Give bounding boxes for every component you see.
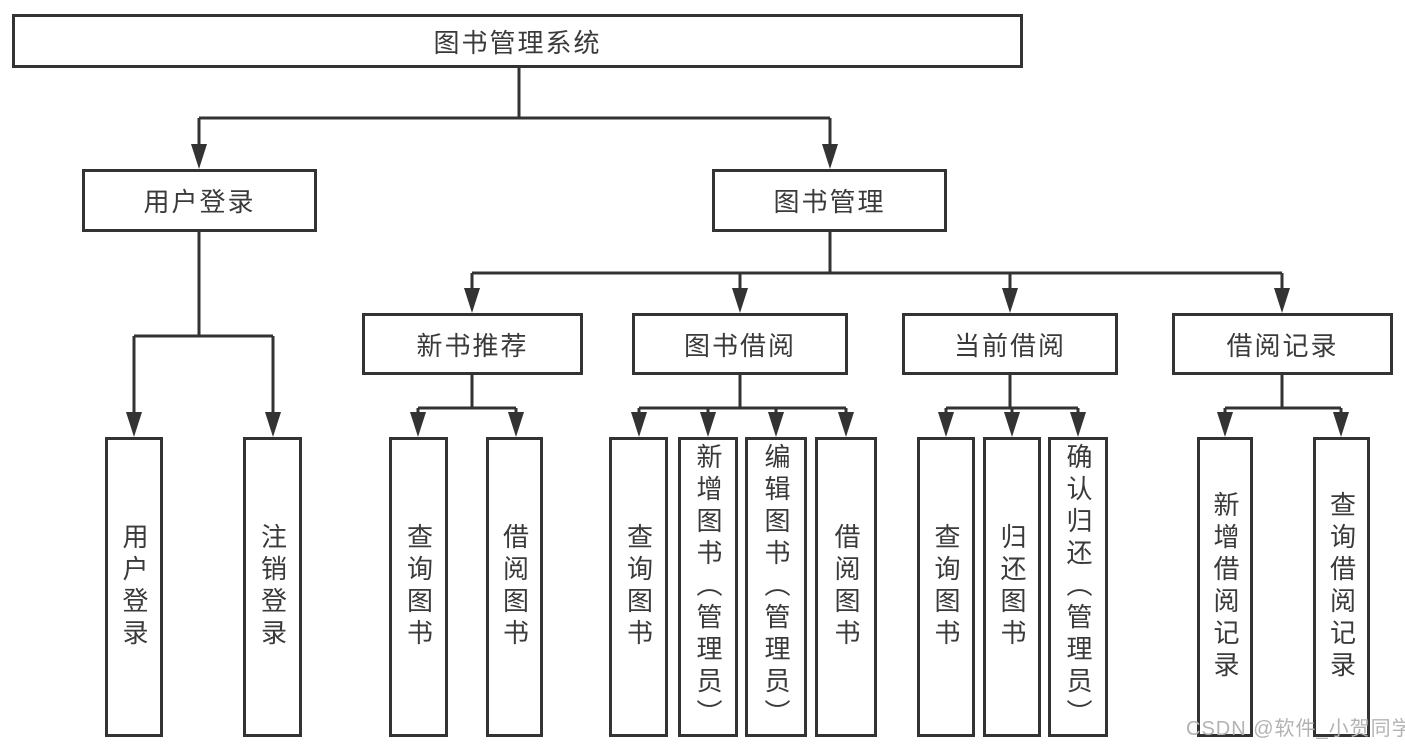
node-book-borrowing: 图书借阅 <box>632 313 848 375</box>
arrowheads <box>126 144 1349 437</box>
leaf-edit-book-admin-label: 编辑图书（管理员） <box>761 443 791 731</box>
node-new-book-recommend: 新书推荐 <box>362 313 583 375</box>
leaf-query-books-current-label: 查询图书 <box>931 523 961 651</box>
leaf-query-books-current: 查询图书 <box>917 437 975 737</box>
csdn-watermark: CSDN @软件_小贺同学 <box>1186 718 1405 740</box>
leaf-borrow-books-label: 借阅图书 <box>831 523 861 651</box>
leaf-add-book-admin: 新增图书（管理员） <box>678 437 738 737</box>
leaf-borrow-books-recommend: 借阅图书 <box>486 437 543 737</box>
node-borrowing-records: 借阅记录 <box>1172 313 1393 375</box>
leaf-user-login-label: 用户登录 <box>119 523 149 651</box>
leaf-return-books-label: 归还图书 <box>997 523 1027 651</box>
node-root-label: 图书管理系统 <box>433 27 602 58</box>
node-borrowing-records-label: 借阅记录 <box>1226 330 1339 361</box>
node-current-borrowing: 当前借阅 <box>902 313 1118 375</box>
leaf-logout-label: 注销登录 <box>257 523 288 651</box>
leaf-query-books-recommend-label: 查询图书 <box>403 523 434 651</box>
node-book-management-label: 图书管理 <box>773 187 886 217</box>
leaf-return-books: 归还图书 <box>983 437 1041 737</box>
leaf-borrow-books: 借阅图书 <box>815 437 877 737</box>
leaf-logout: 注销登录 <box>243 437 302 737</box>
node-book-management: 图书管理 <box>712 169 947 232</box>
leaf-query-books-recommend: 查询图书 <box>389 437 448 737</box>
leaf-query-borrow-record: 查询借阅记录 <box>1313 437 1370 737</box>
leaf-borrow-books-recommend-label: 借阅图书 <box>499 523 530 651</box>
leaf-query-books-borrowing-label: 查询图书 <box>623 523 654 651</box>
node-current-borrowing-label: 当前借阅 <box>953 330 1066 361</box>
node-user-login: 用户登录 <box>82 169 317 232</box>
node-user-login-label: 用户登录 <box>143 187 256 217</box>
node-book-borrowing-label: 图书借阅 <box>683 330 796 361</box>
node-root: 图书管理系统 <box>12 14 1023 68</box>
node-new-book-recommend-label: 新书推荐 <box>416 330 529 361</box>
leaf-edit-book-admin: 编辑图书（管理员） <box>745 437 807 737</box>
leaf-add-borrow-record-label: 新增借阅记录 <box>1210 491 1240 683</box>
leaf-query-borrow-record-label: 查询借阅记录 <box>1326 491 1357 683</box>
leaf-query-books-borrowing: 查询图书 <box>609 437 668 737</box>
leaf-confirm-return-admin-label: 确认归还（管理员） <box>1063 443 1093 731</box>
leaf-confirm-return-admin: 确认归还（管理员） <box>1048 437 1108 737</box>
leaf-user-login: 用户登录 <box>105 437 163 737</box>
leaf-add-borrow-record: 新增借阅记录 <box>1197 437 1253 737</box>
leaf-add-book-admin-label: 新增图书（管理员） <box>693 443 723 731</box>
